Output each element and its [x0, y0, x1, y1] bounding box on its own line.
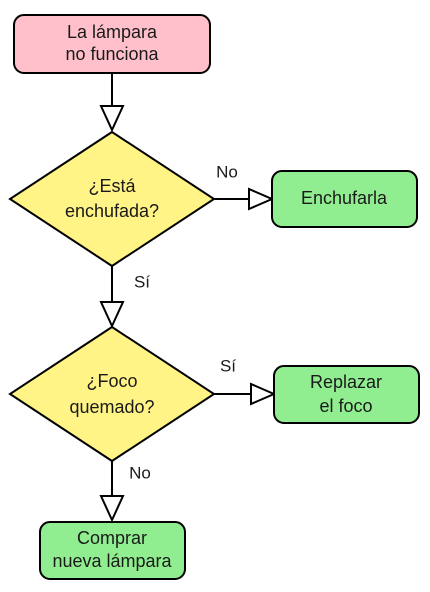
action-replace-text-line1: Replazar: [310, 372, 382, 392]
arrowhead-right: [250, 382, 277, 406]
decision-plugged-text-line1: ¿Está: [88, 176, 136, 196]
decision-bulb: ¿Foco quemado?: [8, 325, 216, 463]
connector-plugged-no: No: [214, 162, 275, 211]
arrowhead-down: [99, 301, 125, 329]
connector-plugged-yes: Sí: [99, 266, 150, 329]
action-plug-node: Enchufarla: [271, 170, 418, 228]
action-replace-node: Replazar el foco: [273, 365, 420, 424]
action-plug-box: [271, 170, 418, 228]
action-replace-box: [273, 365, 420, 424]
action-replace-text-line2: el foco: [319, 396, 372, 416]
decision-bulb-text-line1: ¿Foco: [86, 371, 137, 391]
action-buy-node: Comprar nueva lámpara: [39, 521, 186, 580]
edge-label-no: No: [216, 162, 238, 181]
action-buy-text-line1: Comprar: [77, 528, 147, 548]
start-node-text-line2: no funciona: [65, 44, 159, 64]
decision-bulb-text-line2: quemado?: [69, 397, 154, 417]
decision-plugged-text-line2: enchufada?: [65, 201, 159, 221]
action-buy-text-line2: nueva lámpara: [52, 551, 172, 571]
action-buy-box: [39, 521, 186, 580]
arrowhead-right: [248, 187, 275, 211]
arrowhead-down: [99, 495, 125, 523]
connector-bulb-yes: Sí: [214, 356, 277, 406]
edge-label-no: No: [129, 463, 151, 482]
connector-start-to-plugged: [99, 73, 125, 133]
action-plug-text: Enchufarla: [301, 188, 388, 208]
start-node: La lámpara no funciona: [13, 14, 211, 74]
decision-plugged-diamond: [8, 130, 216, 268]
decision-plugged: ¿Está enchufada?: [8, 130, 216, 268]
arrowhead-down: [99, 105, 125, 133]
edge-label-yes: Sí: [220, 356, 236, 375]
start-node-text-line1: La lámpara: [67, 22, 158, 42]
decision-bulb-diamond: [8, 325, 216, 463]
edge-label-yes: Sí: [134, 272, 150, 291]
connector-bulb-no: No: [99, 461, 151, 523]
